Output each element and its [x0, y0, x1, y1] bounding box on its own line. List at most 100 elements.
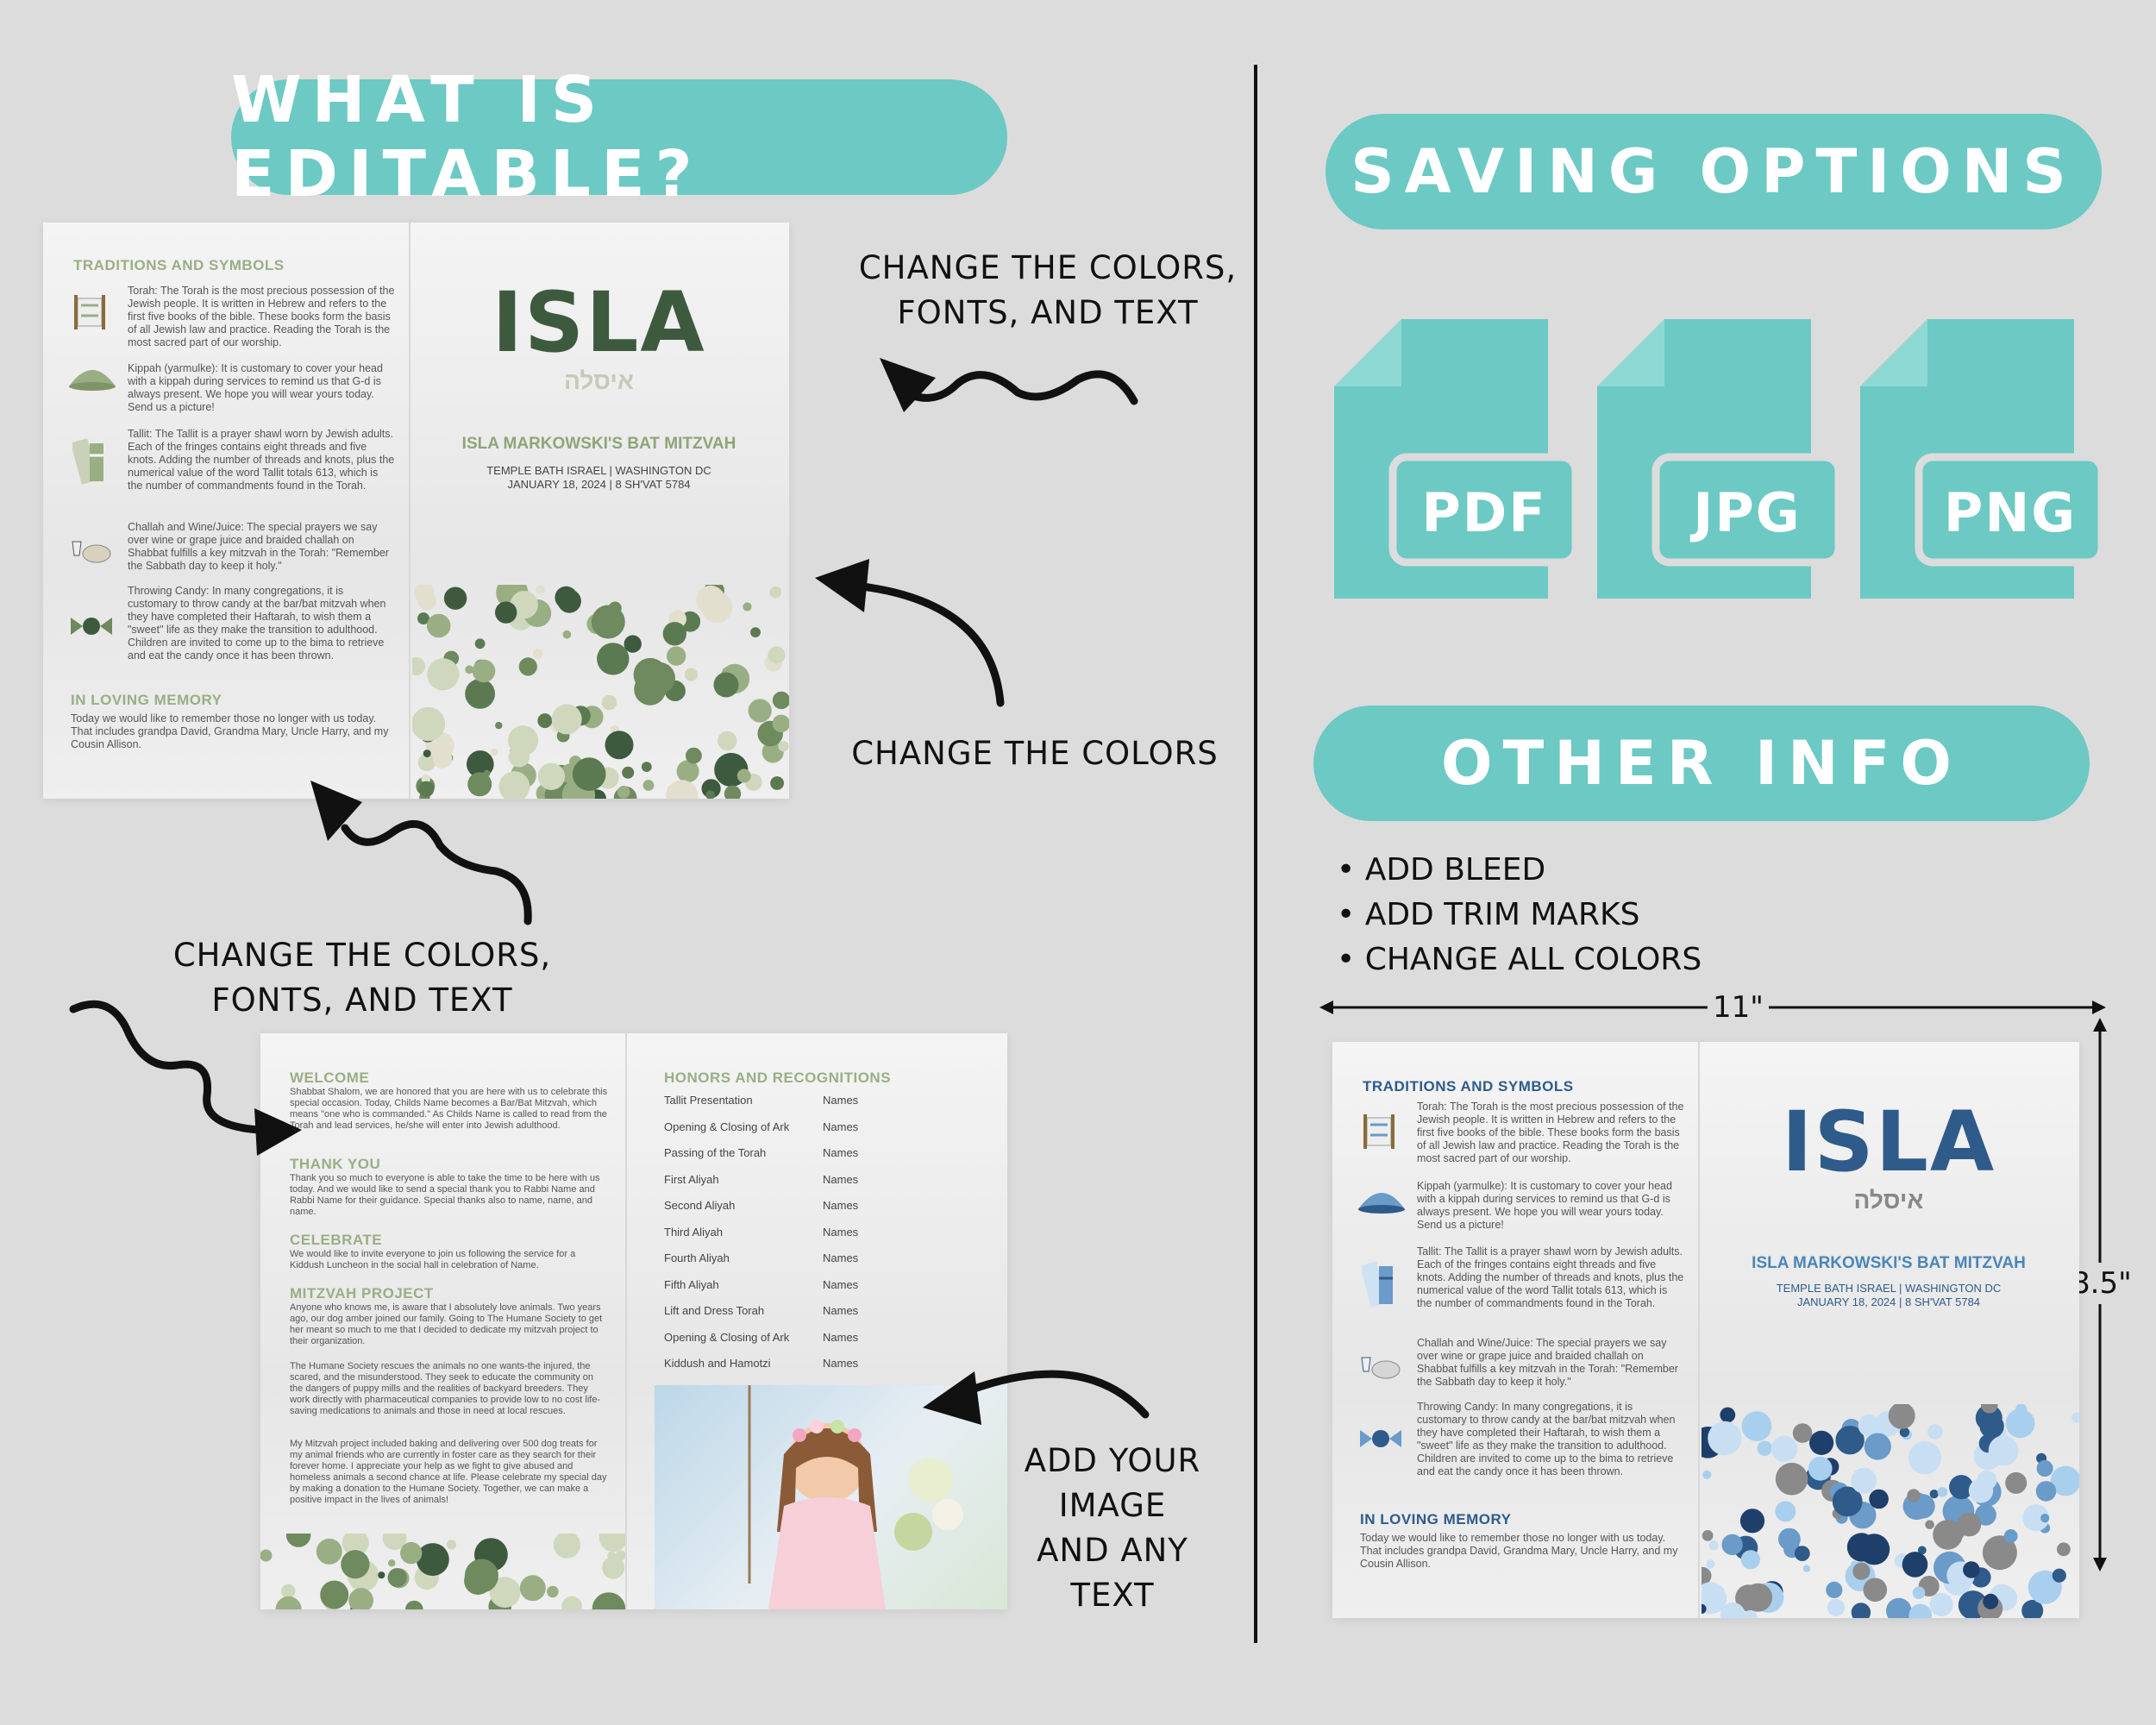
tradition-text-4: Challah and Wine/Juice: The special pray…: [128, 521, 389, 572]
torah-icon: [69, 292, 110, 333]
traditions-heading: TRADITIONS AND SYMBOLS: [73, 257, 285, 273]
honor-role: First Aliyah: [664, 1172, 719, 1186]
tallit-icon: [1359, 1261, 1400, 1308]
confetti-dot: [597, 643, 630, 675]
confetti-dot: [1949, 1475, 1974, 1500]
curve-arrow-icon: [858, 582, 1005, 707]
height-label: 8.5": [2071, 1263, 2132, 1304]
confetti-dot: [352, 1596, 361, 1606]
torah-icon: [1358, 1111, 1400, 1152]
confetti-dot: [414, 585, 435, 604]
honor-names: Names: [823, 1199, 859, 1212]
confetti-dot: [1744, 1609, 1758, 1618]
confetti-dot: [1907, 1489, 1921, 1502]
confetti-dot: [382, 1534, 407, 1551]
honor-names: Names: [823, 1330, 859, 1344]
what-is-editable-label: WHAT IS EDITABLE?: [231, 63, 703, 211]
confetti-dot: [467, 772, 492, 797]
confetti-dot: [605, 731, 634, 760]
vertical-divider: [1254, 65, 1257, 1643]
welcome-text: Shabbat Shalom, we are honored that you …: [290, 1087, 608, 1131]
confetti-dot: [617, 786, 630, 799]
candy-icon: [67, 609, 116, 643]
confetti-dot: [592, 1592, 625, 1609]
confetti-dot: [341, 1550, 370, 1579]
honor-names: Names: [823, 1225, 859, 1239]
squiggle-arrow-icon: [893, 370, 1138, 405]
thanks-heading: THANK YOU: [290, 1156, 381, 1172]
confetti-dot: [2022, 1504, 2050, 1532]
caption-bottom-right: ADD YOUR IMAGE AND ANY TEXT: [1000, 1439, 1225, 1618]
confetti-dot: [518, 657, 537, 676]
confetti-dot: [489, 1577, 521, 1608]
tradition-text-1: Torah: The Torah is the most precious po…: [1417, 1101, 1684, 1164]
confetti-dot: [423, 750, 431, 758]
confetti-dot: [388, 1559, 396, 1567]
confetti-dot: [416, 1543, 449, 1577]
file-type-label: JPG: [1693, 481, 1802, 544]
confetti-dot: [465, 679, 495, 709]
confetti-dot: [2021, 1599, 2044, 1618]
honor-role: Fifth Aliyah: [664, 1277, 719, 1291]
confetti-dot: [1902, 1552, 1928, 1578]
other-info-item: • ADD TRIM MARKS: [1337, 897, 1640, 932]
confetti-dot: [696, 585, 725, 615]
confetti-dot: [736, 768, 751, 783]
confetti-dot: [335, 1591, 348, 1603]
other-info-label: OTHER INFO: [1441, 728, 1962, 799]
confetti-dot: [1739, 1509, 1765, 1534]
confetti-dot: [446, 1540, 457, 1550]
confetti-dot: [1929, 1592, 1953, 1617]
confetti-dot: [1852, 1562, 1871, 1580]
file-type-label: PNG: [1943, 481, 2078, 544]
confetti-dot: [547, 1585, 559, 1598]
confetti-dot: [1827, 1598, 1846, 1616]
confetti-dot: [508, 746, 530, 768]
kippah-icon: [1357, 1183, 1407, 1218]
confetti-dot: [561, 1596, 582, 1609]
honor-role: Tallit Presentation: [664, 1094, 753, 1107]
confetti-dot: [622, 766, 635, 779]
honor-names: Names: [823, 1251, 859, 1264]
confetti-dot: [718, 731, 737, 751]
welcome-heading: WELCOME: [290, 1070, 370, 1086]
confetti-dot: [412, 706, 446, 742]
confetti-dot: [495, 721, 503, 730]
honor-names: Names: [823, 1277, 859, 1291]
confetti-dot: [1708, 1540, 1719, 1551]
project-heading: MITZVAH PROJECT: [290, 1285, 434, 1302]
confetti-dot: [769, 586, 782, 599]
girl-photo: [655, 1385, 1007, 1609]
cover-venue: TEMPLE BATH ISRAEL | WASHINGTON DC: [1776, 1282, 2002, 1295]
confetti-dot: [275, 1596, 302, 1609]
confetti-dot: [1775, 1462, 1808, 1496]
confetti-dot: [591, 605, 625, 639]
file-icon-png: PNG: [1858, 317, 2109, 602]
confetti-dot: [1775, 1501, 1796, 1522]
confetti-dot: [443, 586, 467, 610]
other-info-item: • ADD BLEED: [1337, 852, 1546, 888]
confetti-dot: [1963, 1561, 1980, 1578]
tradition-text-3: Tallit: The Tallit is a prayer shawl wor…: [1417, 1245, 1684, 1309]
challah-icon: [69, 530, 112, 568]
tradition-text-2: Kippah (yarmulke): It is customary to co…: [1417, 1180, 1672, 1231]
confetti-dot: [1802, 1565, 1811, 1572]
file-icon-pdf: PDF: [1332, 317, 1583, 602]
memory-text: Today we would like to remember those no…: [71, 712, 389, 750]
confetti-dot: [1908, 1603, 1933, 1618]
confetti-dot: [624, 635, 642, 653]
project-text-1: Anyone who knows me, is aware that I abs…: [290, 1302, 603, 1346]
arrowhead-icon: [310, 781, 362, 841]
confetti-dot: [1809, 1430, 1834, 1455]
confetti-dot: [495, 601, 517, 624]
confetti-dot: [553, 1534, 581, 1559]
program-front-blue: TRADITIONS AND SYMBOLS Torah: The Torah …: [1332, 1042, 2079, 1618]
confetti-dot: [1792, 1423, 1813, 1443]
confetti-dot: [724, 785, 742, 799]
confetti-dot: [551, 704, 582, 735]
file-type-label: PDF: [1421, 481, 1547, 544]
honor-role: Second Aliyah: [664, 1199, 736, 1212]
confetti-dot: [1702, 1566, 1712, 1585]
confetti-dot: [1702, 1470, 1712, 1479]
confetti-dot: [643, 662, 675, 694]
